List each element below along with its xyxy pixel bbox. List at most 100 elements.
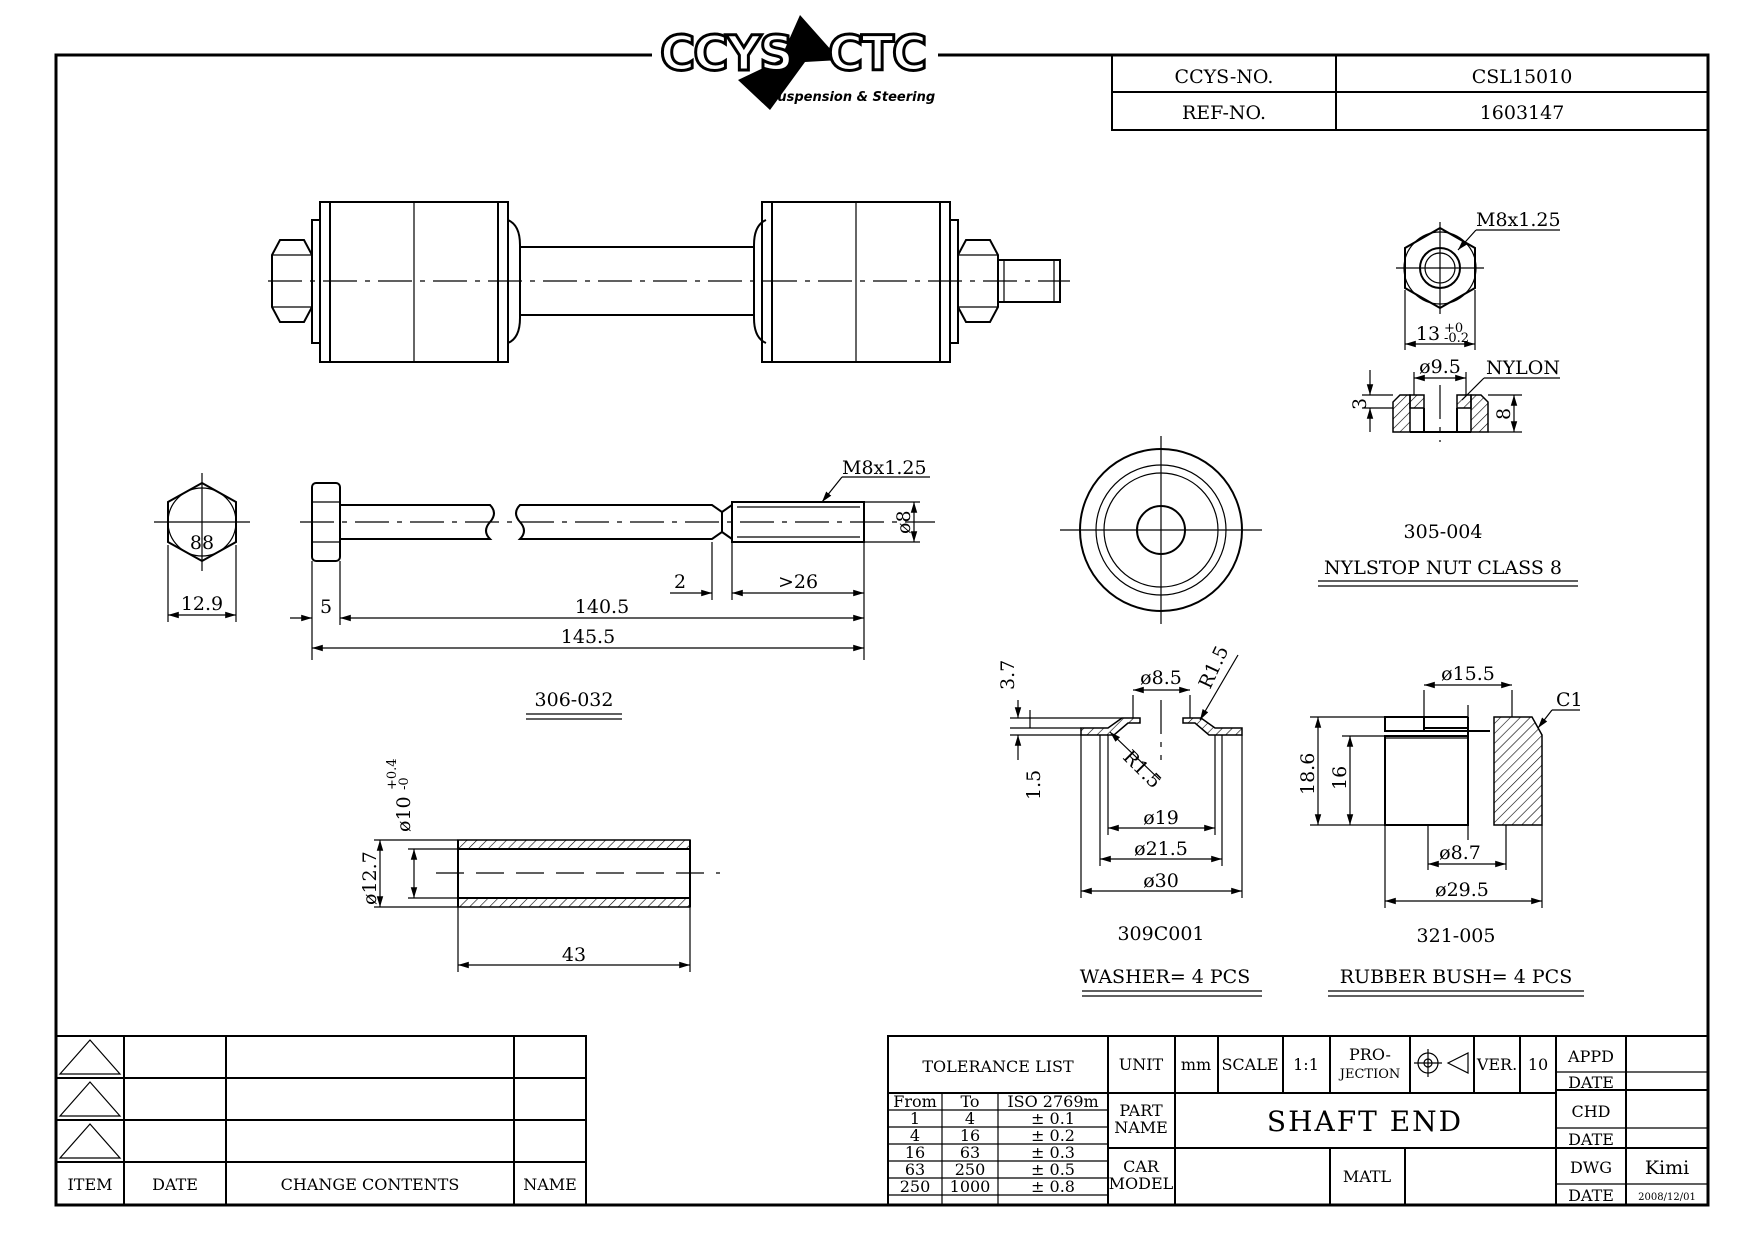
nut-title: NYLSTOP NUT CLASS 8 [1324,557,1562,579]
bolt-diameter-dim: ø8 [893,510,915,534]
bush-d29-5: ø29.5 [1435,879,1489,901]
ccys-no-label: CCYS-NO. [1175,66,1274,88]
sleeve-view: ø10 +0.4 -0 ø12.7 43 [359,758,720,972]
washer-radius-2: R1.5 [1118,746,1165,793]
sleeve-length: 43 [562,944,586,966]
tol-row-5-to: 1000 [950,1177,991,1196]
rev-header-change: CHANGE CONTENTS [281,1175,460,1194]
nut-part-no: 305-004 [1404,521,1483,543]
washer-dim-3-7: 3.7 [997,660,1019,690]
tol-row-4-from: 63 [905,1160,925,1179]
bush-title: RUBBER BUSH= 4 PCS [1340,966,1572,988]
projection-label-2: JECTION [1338,1067,1401,1082]
id-block: CCYS-NO. CSL15010 REF-NO. 1603147 [1111,54,1709,131]
scale-label: SCALE [1221,1055,1278,1074]
bolt-hex-view: 88 12.9 [154,473,250,622]
washer-section-view: 3.7 1.5 ø8.5 R1.5 R1.5 ø19 ø21.5 ø30 309… [997,642,1262,997]
washer-dim-1-5: 1.5 [1023,770,1045,800]
appd-date-label: DATE [1568,1073,1614,1092]
rev-header-date: DATE [152,1175,198,1194]
rev-header-name: NAME [523,1175,577,1194]
car-model-label-2: MODEL [1109,1174,1174,1193]
tol-row-4-to: 250 [955,1160,986,1179]
washer-d21-5: ø21.5 [1134,838,1188,860]
bolt-part-no: 306-032 [535,689,614,711]
chd-date-label: DATE [1568,1130,1614,1149]
washer-d19: ø19 [1143,807,1179,829]
bush-d8-7: ø8.7 [1439,842,1481,864]
revision-table: ITEM DATE CHANGE CONTENTS NAME [55,1035,587,1206]
dwg-name: Kimi [1645,1157,1689,1179]
ref-no-value: 1603147 [1480,102,1565,124]
ver-label: VER. [1476,1055,1517,1074]
nut-tol-upper: +0 [1444,321,1463,336]
logo-left-text: CCYS [660,26,792,82]
revision-triangle-icon [58,1039,122,1159]
bolt-total-length: 145.5 [561,626,615,648]
logo-right-text: CTC [828,26,925,82]
tol-row-3-value: ± 0.3 [1031,1143,1075,1162]
part-name-label-1: PART [1119,1101,1163,1120]
washer-title: WASHER= 4 PCS [1080,966,1251,988]
logo-tagline: Suspension & Steering [768,90,935,105]
dwg-date: 2008/12/01 [1638,1192,1696,1203]
logo-triangle-icon [738,15,840,110]
tol-row-1-from: 1 [910,1109,920,1128]
tol-row-2-to: 16 [960,1126,980,1145]
rubber-bush-view: ø15.5 C1 18.6 16 ø8.7 ø29.5 321-005 RUBB… [1297,663,1584,997]
rev-header-item: ITEM [67,1175,112,1194]
part-name: SHAFT END [1267,1105,1463,1138]
bush-part-no: 321-005 [1417,925,1496,947]
bolt-shank-length: 140.5 [575,596,629,618]
tol-header-from: From [893,1092,937,1111]
assembly-view [268,201,1070,363]
projection-label-1: PRO- [1349,1045,1391,1064]
nylstop-nut-view: M8x1.25 13 +0 -0.2 ø9.5 NYLON 3 8 305-00… [1318,209,1578,587]
washer-d30: ø30 [1143,870,1179,892]
tol-header-to: To [960,1092,979,1111]
tol-row-2-from: 4 [910,1126,920,1145]
nut-thread-label: M8x1.25 [1476,209,1561,231]
hex-width-dim: 12.9 [181,593,223,615]
tolerance-list-title: TOLERANCE LIST [922,1057,1074,1076]
sleeve-outer-dia: ø12.7 [359,851,381,905]
unit-label: UNIT [1119,1055,1164,1074]
bolt-dim-2: 2 [674,571,686,593]
chd-label: CHD [1571,1102,1610,1121]
dwg-label: DWG [1570,1158,1612,1177]
brand-logo: CCYS CTC Suspension & Steering [659,15,935,110]
bolt-side-view: M8x1.25 ø8 2 >26 5 140.5 145.5 306-032 [290,457,935,720]
bush-chamfer: C1 [1556,689,1583,711]
tol-row-1-value: ± 0.1 [1031,1109,1075,1128]
ver-value: 10 [1528,1055,1548,1074]
tol-row-2-value: ± 0.2 [1031,1126,1075,1145]
bolt-head-length: 5 [320,596,332,618]
washer-radius-1: R1.5 [1195,642,1234,692]
bolt-thread-label: M8x1.25 [842,457,927,479]
sleeve-inner-dia: ø10 [393,796,415,832]
part-name-label-2: NAME [1114,1118,1168,1137]
title-block: TOLERANCE LIST From To ISO 2769m 1 4 ± 0… [887,1035,1709,1206]
tol-row-3-to: 63 [960,1143,980,1162]
tol-header-iso: ISO 2769m [1007,1092,1098,1111]
tol-row-5-from: 250 [900,1177,931,1196]
nut-dim-3: 3 [1349,398,1371,410]
washer-d8-5: ø8.5 [1140,667,1182,689]
tol-row-4-value: ± 0.5 [1031,1160,1075,1179]
bush-h18-6: 18.6 [1297,753,1319,795]
tol-row-5-value: ± 0.8 [1031,1177,1075,1196]
bolt-thread-length: >26 [778,571,818,593]
nut-insert-label: NYLON [1486,357,1560,379]
nut-across-flats: 13 [1416,323,1440,345]
nut-height: 8 [1493,408,1515,420]
washer-part-no: 309C001 [1117,923,1204,945]
ref-no-label: REF-NO. [1182,102,1266,124]
unit-value: mm [1181,1055,1211,1074]
nut-tol-lower: -0.2 [1444,331,1469,346]
tol-row-1-to: 4 [965,1109,975,1128]
nut-bore-dia: ø9.5 [1419,356,1461,378]
hex-label: 88 [190,532,214,554]
drawing-frame [54,53,1710,1207]
appd-label: APPD [1567,1047,1614,1066]
bush-h16: 16 [1329,766,1351,790]
